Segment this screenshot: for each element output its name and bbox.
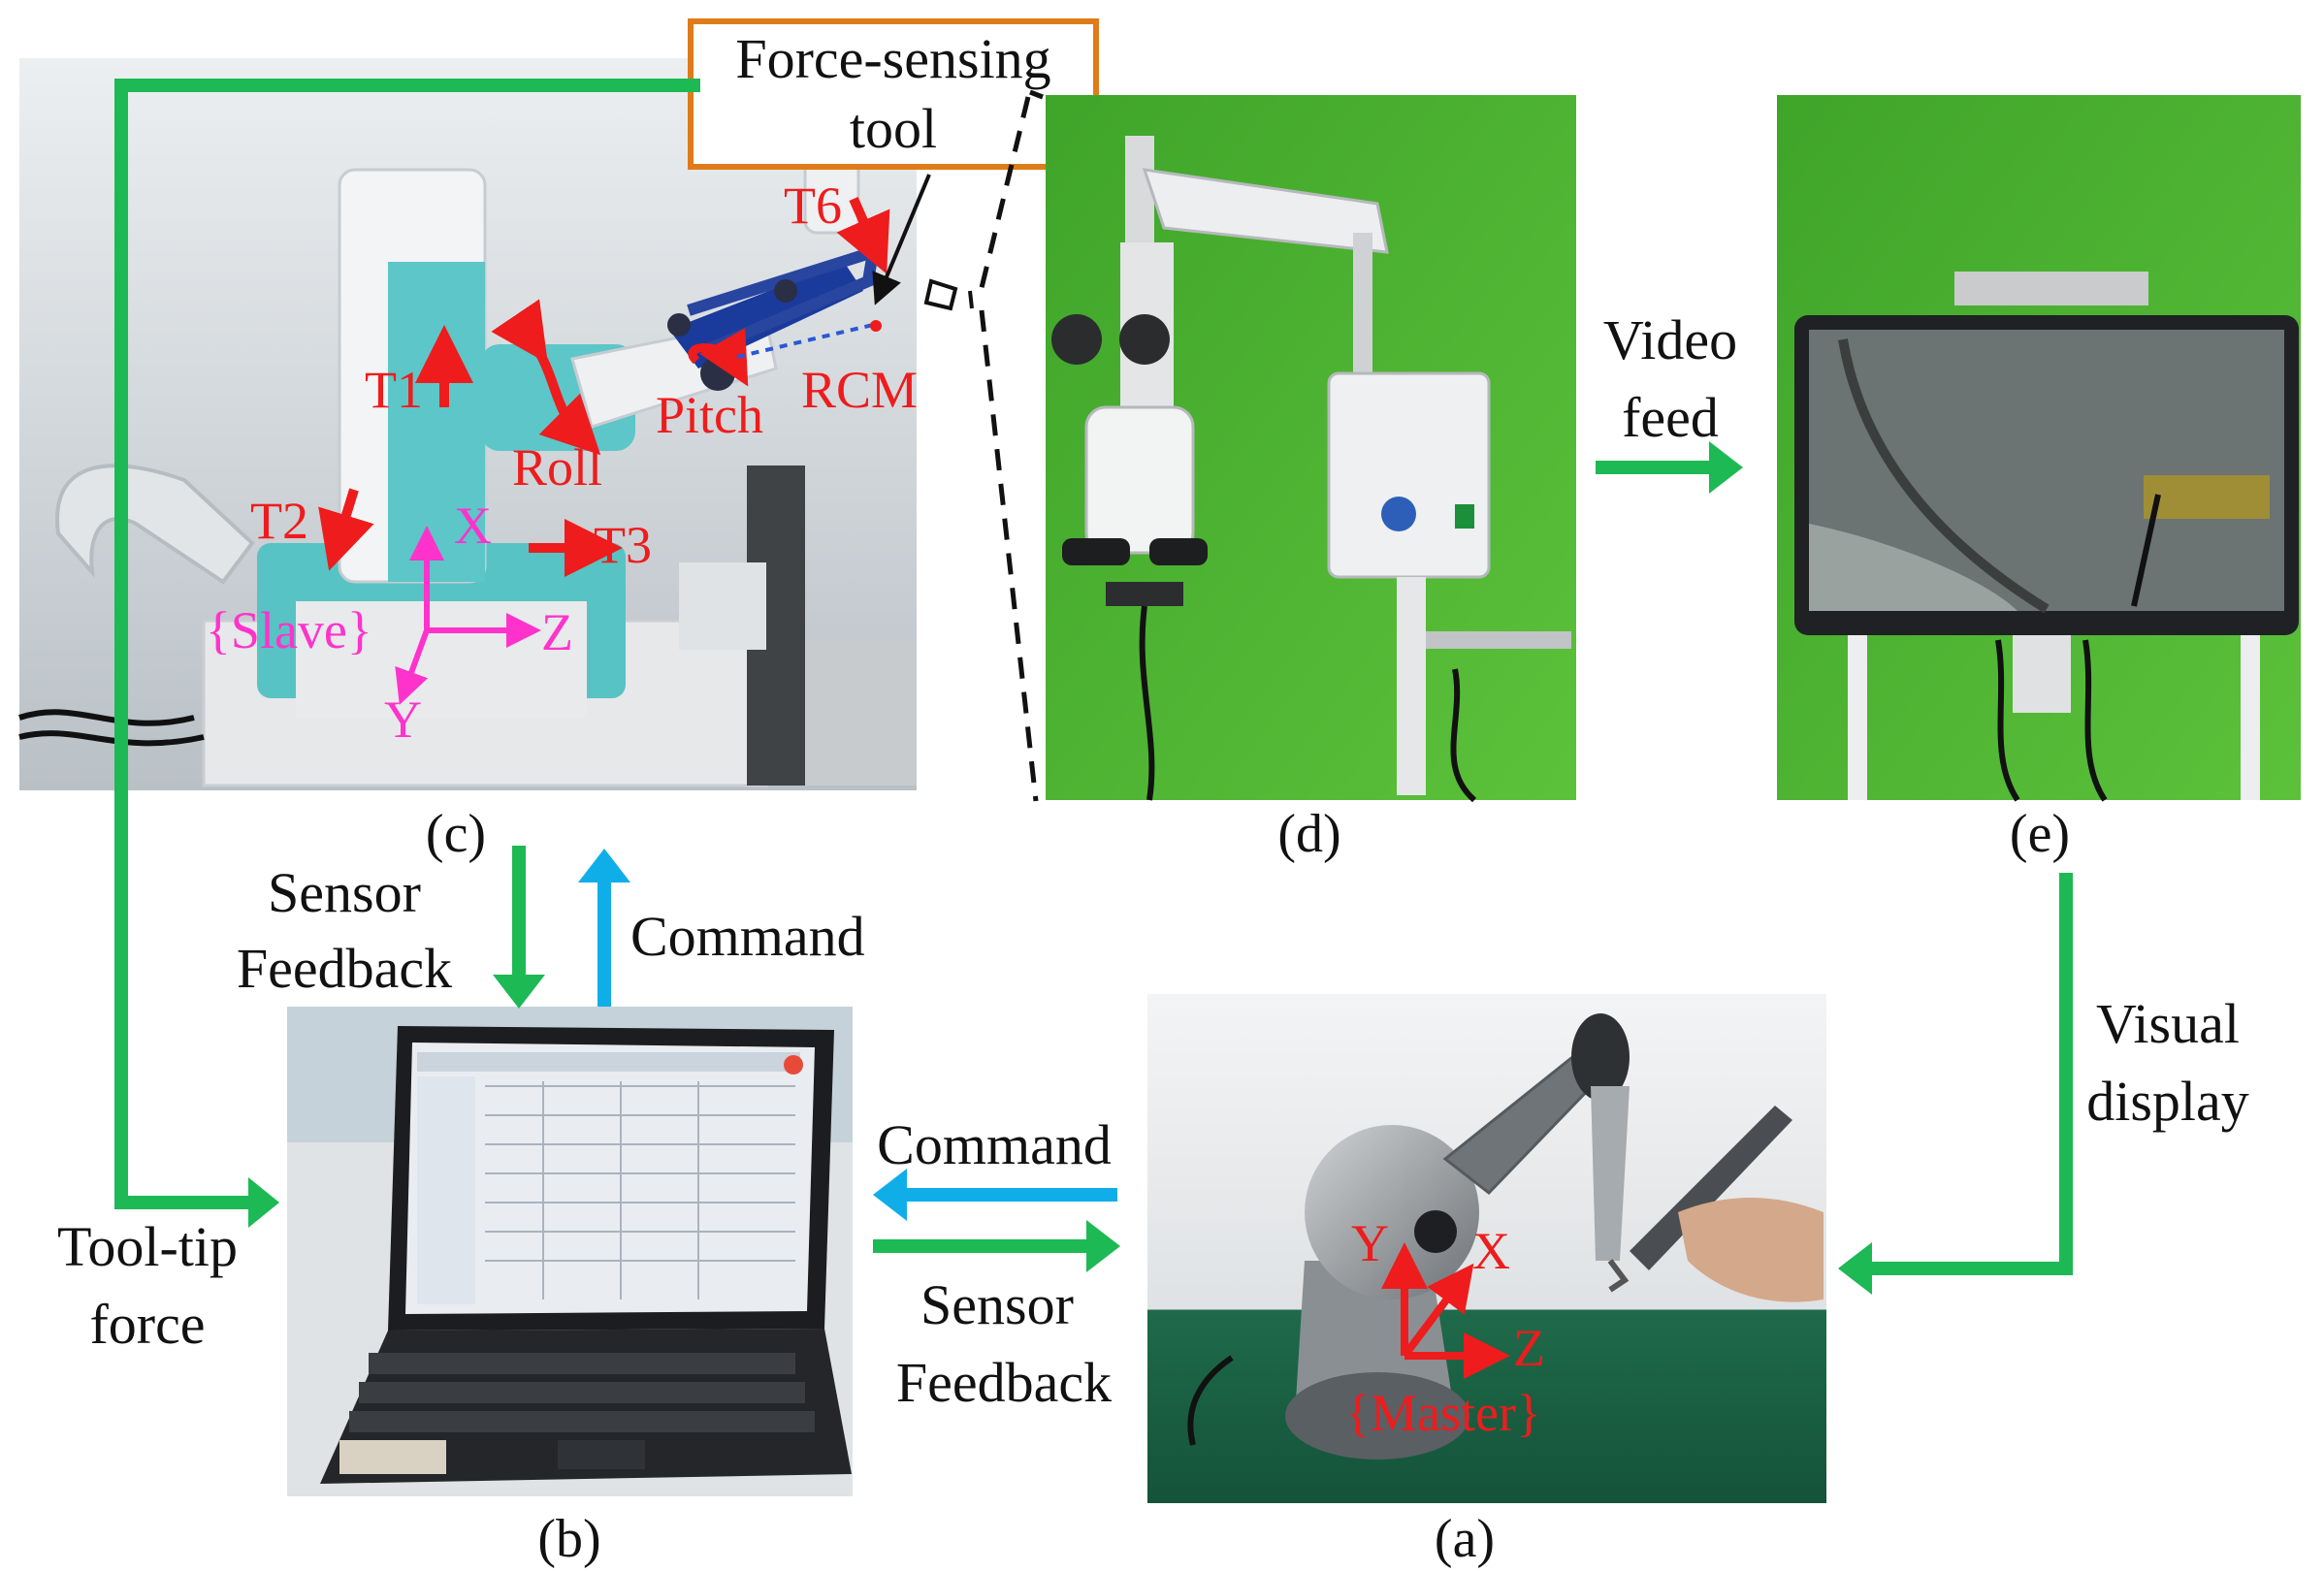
video-feed-arrowhead xyxy=(1709,441,1743,494)
master-coordinate-frame: Y X Z {Master} xyxy=(1345,1214,1545,1442)
visual-display-path xyxy=(1867,873,2073,1275)
roll-arrow xyxy=(491,299,601,456)
panel-d-surgical-microscope-photo xyxy=(1046,95,1576,803)
force-sensing-tool-callout: Force-sensing tool xyxy=(688,18,1099,802)
tool-tip-force-path xyxy=(114,79,700,1209)
caption-a: (a) xyxy=(1435,1509,1495,1569)
callout-line-2: tool xyxy=(850,97,937,160)
sensor-feedback-down-arrowhead xyxy=(493,975,545,1009)
master-x-axis xyxy=(1401,1263,1474,1359)
tool-tip-force-line-1: Tool-tip xyxy=(57,1215,238,1278)
slave-joint-annotations: T1 T2 T3 T6 Roll Pitch RCM xyxy=(250,176,918,577)
caption-e: (e) xyxy=(2010,804,2070,864)
tool-tip-force-arrowhead xyxy=(248,1177,279,1228)
slave-z-label: Z xyxy=(541,603,573,661)
master-frame-label: {Master} xyxy=(1345,1384,1541,1442)
tool-tip-force-line-2: force xyxy=(89,1293,205,1356)
master-z-label: Z xyxy=(1513,1319,1545,1377)
visual-display-arrowhead xyxy=(1838,1242,1872,1295)
label-roll: Roll xyxy=(512,438,602,497)
label-t6: T6 xyxy=(784,176,842,235)
zoom-dashed-line-bottom xyxy=(979,309,1039,802)
callout-line-1: Force-sensing xyxy=(735,27,1050,90)
label-pitch: Pitch xyxy=(656,386,763,444)
t6-arrow xyxy=(836,196,890,274)
sensor-feedback-top-line-1: Sensor xyxy=(268,861,421,924)
panel-a-haptic-master-photo xyxy=(1147,994,1826,1503)
slave-y-label: Y xyxy=(384,690,422,749)
caption-b: (b) xyxy=(537,1509,600,1569)
sensor-feedback-bottom-line-1: Sensor xyxy=(920,1273,1074,1336)
sensor-feedback-top-line-2: Feedback xyxy=(237,937,452,1000)
sensor-feedback-bottom-line-2: Feedback xyxy=(896,1351,1112,1414)
master-x-label: X xyxy=(1472,1222,1510,1280)
label-rcm: RCM xyxy=(801,361,918,419)
pitch-arrow xyxy=(688,328,749,387)
caption-d: (d) xyxy=(1277,804,1340,864)
caption-c: (c) xyxy=(426,804,486,864)
command-left-arrowhead xyxy=(873,1169,907,1221)
label-t2: T2 xyxy=(250,492,308,550)
visual-display-line-2: display xyxy=(2086,1070,2249,1133)
command-top-label: Command xyxy=(630,905,865,968)
slave-y-axis xyxy=(395,628,430,705)
video-feed-line-1: Video xyxy=(1603,308,1737,371)
t2-arrow xyxy=(318,488,374,571)
camera-icon xyxy=(923,278,974,311)
callout-pointer xyxy=(872,174,931,305)
sensor-feedback-right-arrowhead xyxy=(1086,1220,1120,1272)
master-y-label: Y xyxy=(1351,1214,1389,1272)
slave-frame-label: {Slave} xyxy=(206,601,372,659)
label-t3: T3 xyxy=(594,516,652,574)
rcm-point xyxy=(870,320,882,332)
slave-coordinate-frame: X Z Y {Slave} xyxy=(206,497,573,749)
callout-box xyxy=(688,18,1099,170)
command-bottom-label: Command xyxy=(877,1113,1112,1176)
visual-display-line-1: Visual xyxy=(2096,992,2240,1055)
command-up-arrowhead xyxy=(578,849,630,882)
label-t1: T1 xyxy=(365,361,423,419)
panel-e-display-monitor-photo xyxy=(1777,95,2301,802)
slave-x-label: X xyxy=(454,497,492,555)
panel-b-laptop-controller-photo xyxy=(287,1007,853,1496)
video-feed-line-2: feed xyxy=(1622,386,1719,449)
